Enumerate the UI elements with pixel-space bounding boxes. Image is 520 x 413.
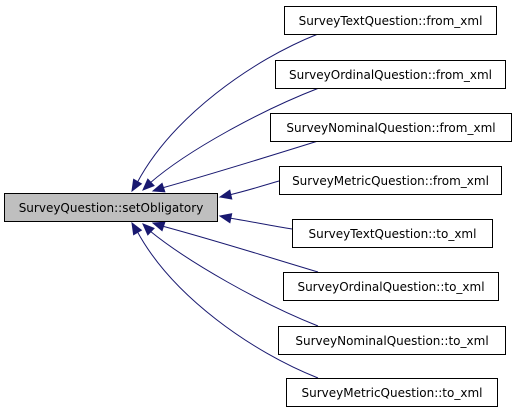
node-label: SurveyTextQuestion::from_xml <box>299 14 483 28</box>
node-label: SurveyNominalQuestion::to_xml <box>295 334 488 348</box>
arrowhead-text-from-xml <box>131 178 143 193</box>
arrowhead-metric-from-xml <box>218 189 233 200</box>
edge-ordinal-to-xml <box>161 225 319 273</box>
caller-node-metric-from-xml[interactable]: SurveyMetricQuestion::from_xml <box>279 166 502 195</box>
node-label: SurveyOrdinalQuestion::to_xml <box>297 280 484 294</box>
caller-node-ordinal-to-xml[interactable]: SurveyOrdinalQuestion::to_xml <box>283 272 499 301</box>
node-label: SurveyTextQuestion::to_xml <box>309 227 477 241</box>
arrowhead-ordinal-to-xml <box>151 221 166 232</box>
edge-text-from-xml <box>136 33 319 184</box>
arrowhead-text-to-xml <box>218 213 233 224</box>
node-label: SurveyOrdinalQuestion::from_xml <box>289 68 492 82</box>
arrowhead-metric-to-xml <box>131 221 143 236</box>
arrowhead-nominal-to-xml <box>142 223 155 236</box>
node-box[interactable] <box>279 166 502 195</box>
node-box[interactable] <box>283 272 499 301</box>
caller-node-text-from-xml[interactable]: SurveyTextQuestion::from_xml <box>284 6 497 35</box>
caller-node-ordinal-from-xml[interactable]: SurveyOrdinalQuestion::from_xml <box>275 60 506 89</box>
node-box[interactable] <box>275 60 506 89</box>
node-label: SurveyMetricQuestion::to_xml <box>302 386 483 400</box>
arrowhead-nominal-from-xml <box>151 182 166 193</box>
edges-layer <box>131 33 320 379</box>
caller-node-metric-to-xml[interactable]: SurveyMetricQuestion::to_xml <box>286 378 498 407</box>
edge-text-to-xml <box>228 217 293 230</box>
nodes-layer: SurveyQuestion::setObligatorySurveyTextQ… <box>4 6 512 407</box>
caller-node-nominal-from-xml[interactable]: SurveyNominalQuestion::from_xml <box>270 113 512 142</box>
caller-node-text-to-xml[interactable]: SurveyTextQuestion::to_xml <box>292 219 493 248</box>
edge-nominal-from-xml <box>161 140 319 189</box>
arrowhead-ordinal-from-xml <box>142 178 155 191</box>
node-box[interactable] <box>278 326 506 355</box>
node-label: SurveyMetricQuestion::from_xml <box>292 174 489 188</box>
edge-nominal-to-xml <box>149 230 319 327</box>
node-box[interactable] <box>270 113 512 142</box>
node-box[interactable] <box>292 219 493 248</box>
node-box[interactable] <box>286 378 498 407</box>
edge-metric-from-xml <box>228 180 280 196</box>
node-label: SurveyQuestion::setObligatory <box>19 201 204 215</box>
node-box[interactable] <box>4 193 218 222</box>
edge-metric-to-xml <box>136 230 319 379</box>
node-box[interactable] <box>284 6 497 35</box>
focus-node[interactable]: SurveyQuestion::setObligatory <box>4 193 218 222</box>
edge-ordinal-from-xml <box>149 87 320 184</box>
caller-node-nominal-to-xml[interactable]: SurveyNominalQuestion::to_xml <box>278 326 506 355</box>
node-label: SurveyNominalQuestion::from_xml <box>286 121 495 135</box>
